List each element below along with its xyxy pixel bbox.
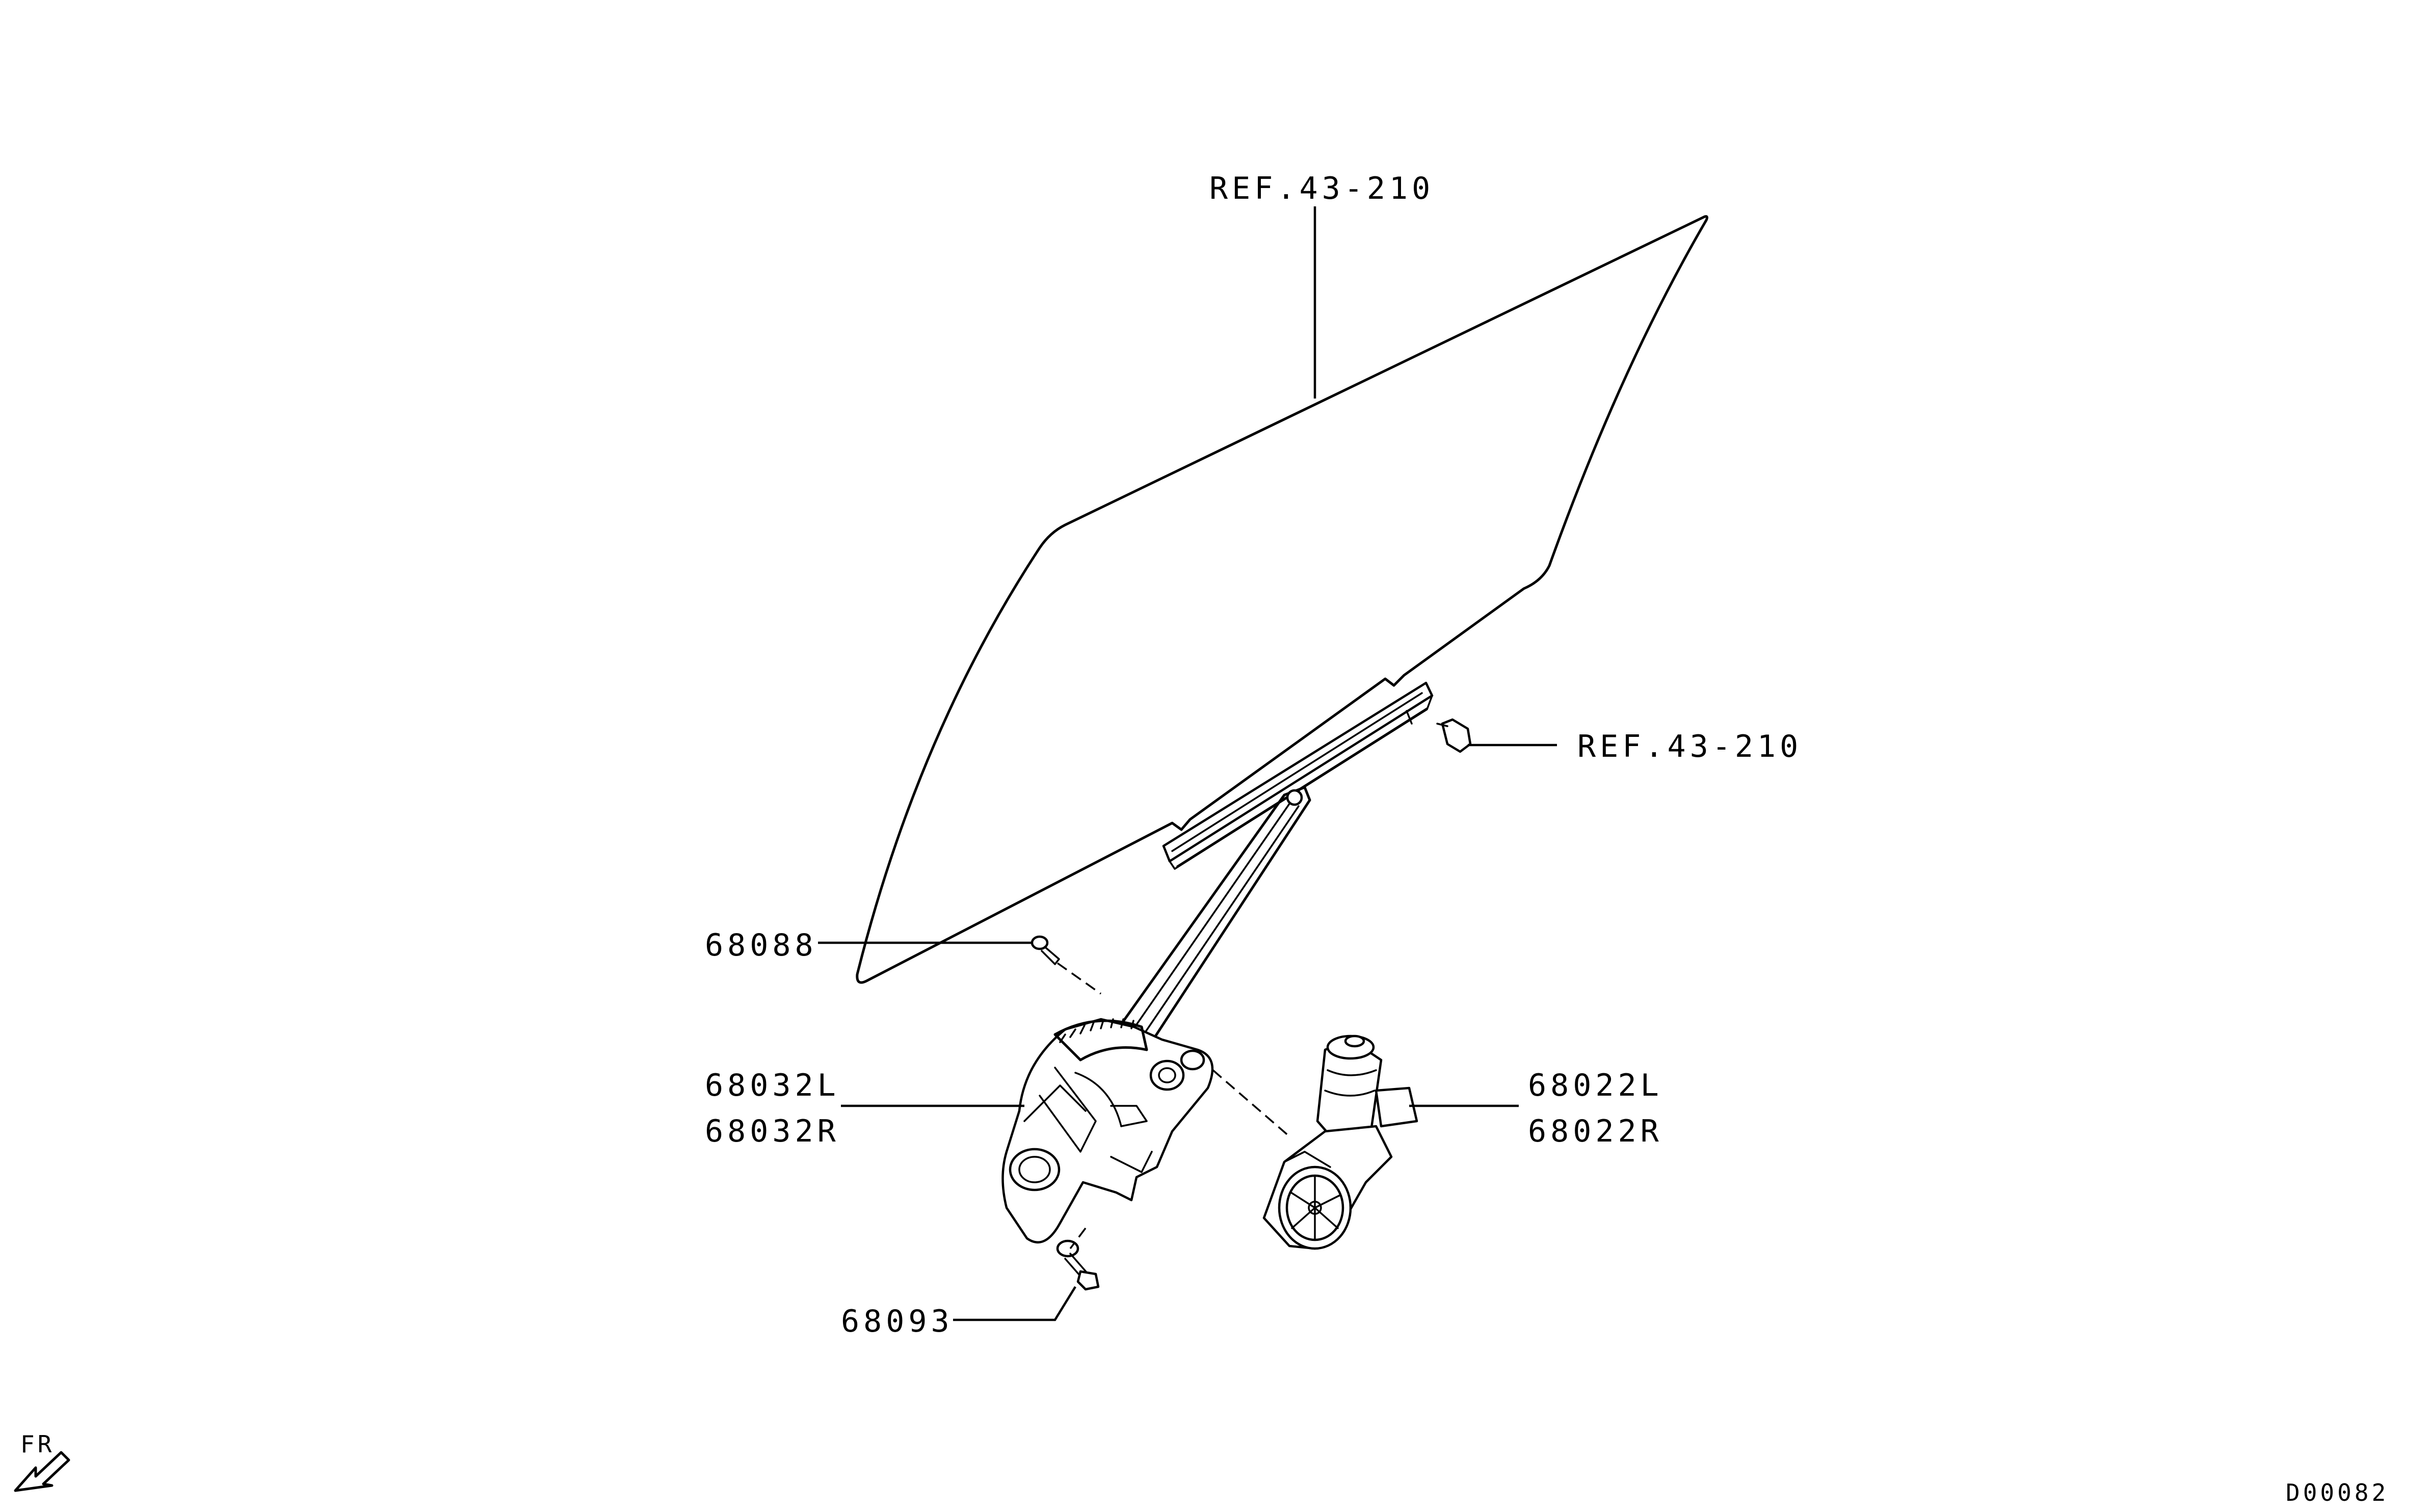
label-part-68022l: 68022L bbox=[1528, 1068, 1663, 1103]
label-ref-glass: REF.43-210 bbox=[1209, 171, 1434, 206]
window-regulator-motor bbox=[1262, 1034, 1418, 1250]
front-direction-indicator: FR bbox=[14, 1430, 70, 1492]
bolt-upper bbox=[1031, 935, 1060, 965]
regulator-arm bbox=[1094, 786, 1311, 1069]
window-regulator bbox=[1001, 1018, 1214, 1244]
glass-holder-channel bbox=[1162, 681, 1434, 870]
label-part-68088: 68088 bbox=[705, 927, 817, 963]
bolt-lower bbox=[1056, 1239, 1100, 1291]
label-part-68032l: 68032L bbox=[705, 1068, 840, 1103]
bolt-lower-alignment-line bbox=[1069, 1227, 1087, 1250]
bolt-upper-alignment-line bbox=[1056, 962, 1102, 995]
motor-alignment-line bbox=[1212, 1069, 1290, 1137]
door-glass bbox=[856, 215, 1708, 984]
front-label: FR bbox=[20, 1430, 55, 1458]
label-part-68032r: 68032R bbox=[705, 1113, 840, 1149]
front-arrow-icon bbox=[14, 1451, 70, 1492]
label-ref-holder: REF.43-210 bbox=[1577, 729, 1802, 764]
label-part-68022r: 68022R bbox=[1528, 1113, 1663, 1149]
label-part-68093: 68093 bbox=[841, 1304, 954, 1339]
diagram-code: D00082 bbox=[2286, 1479, 2389, 1506]
glass-holder-clip bbox=[1436, 718, 1472, 753]
leader-bolt-lower bbox=[953, 1286, 1076, 1321]
